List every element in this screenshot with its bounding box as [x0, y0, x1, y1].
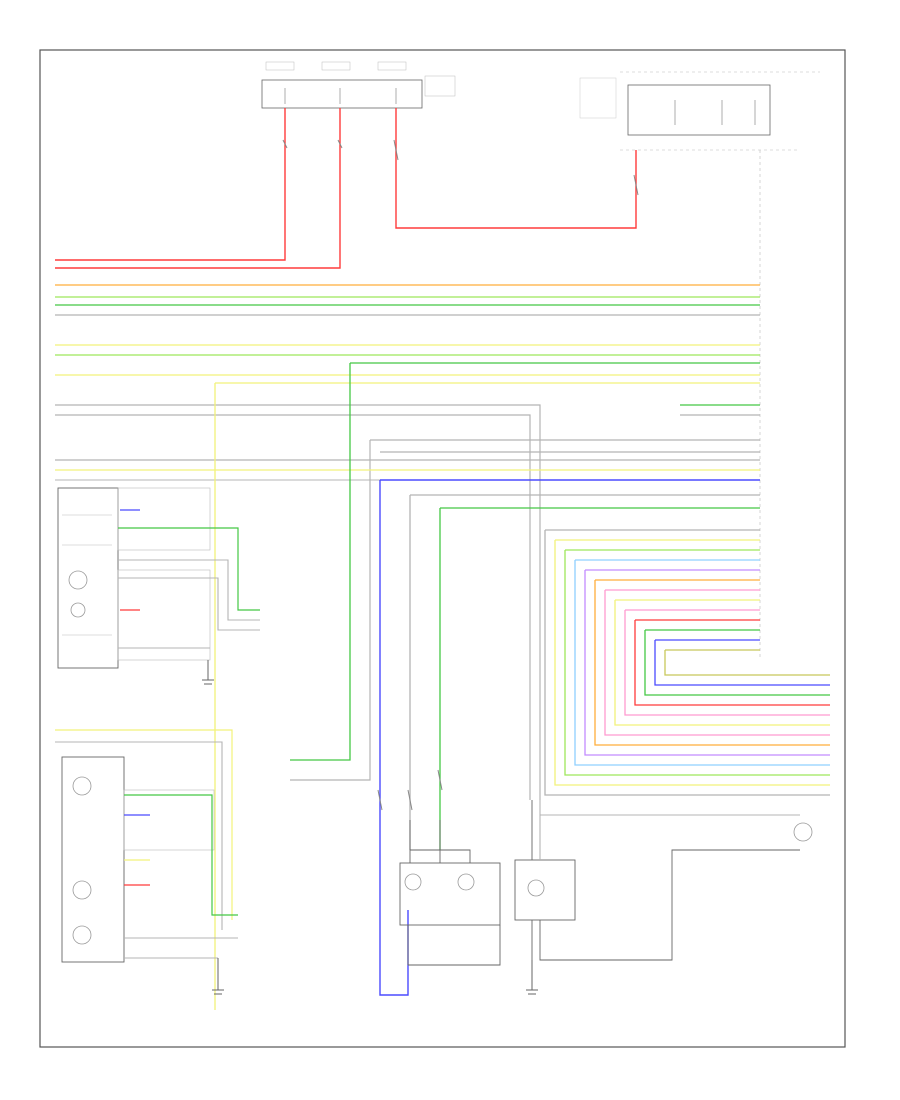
- gray-bus-lines: [55, 404, 760, 800]
- ground-icon: [202, 679, 538, 995]
- fuse-relay-box-top-right: [579, 71, 820, 660]
- blue-signal-line: [379, 479, 760, 996]
- right-center-unit: [514, 800, 813, 990]
- harness-bundle-right: [544, 529, 830, 796]
- harness-bundle-upper: [55, 284, 760, 316]
- harness-bundle-middle: [55, 344, 760, 384]
- connector-icon: [282, 139, 639, 811]
- diagram-frame: [39, 49, 846, 1048]
- center-vertical-feeds: [214, 363, 760, 1010]
- left-lower-switch-block: [55, 729, 238, 990]
- center-control-unit: [399, 820, 501, 966]
- fuse-block-top: [261, 61, 456, 109]
- left-upper-switch-block: [57, 487, 260, 680]
- red-power-feeds: [55, 108, 637, 269]
